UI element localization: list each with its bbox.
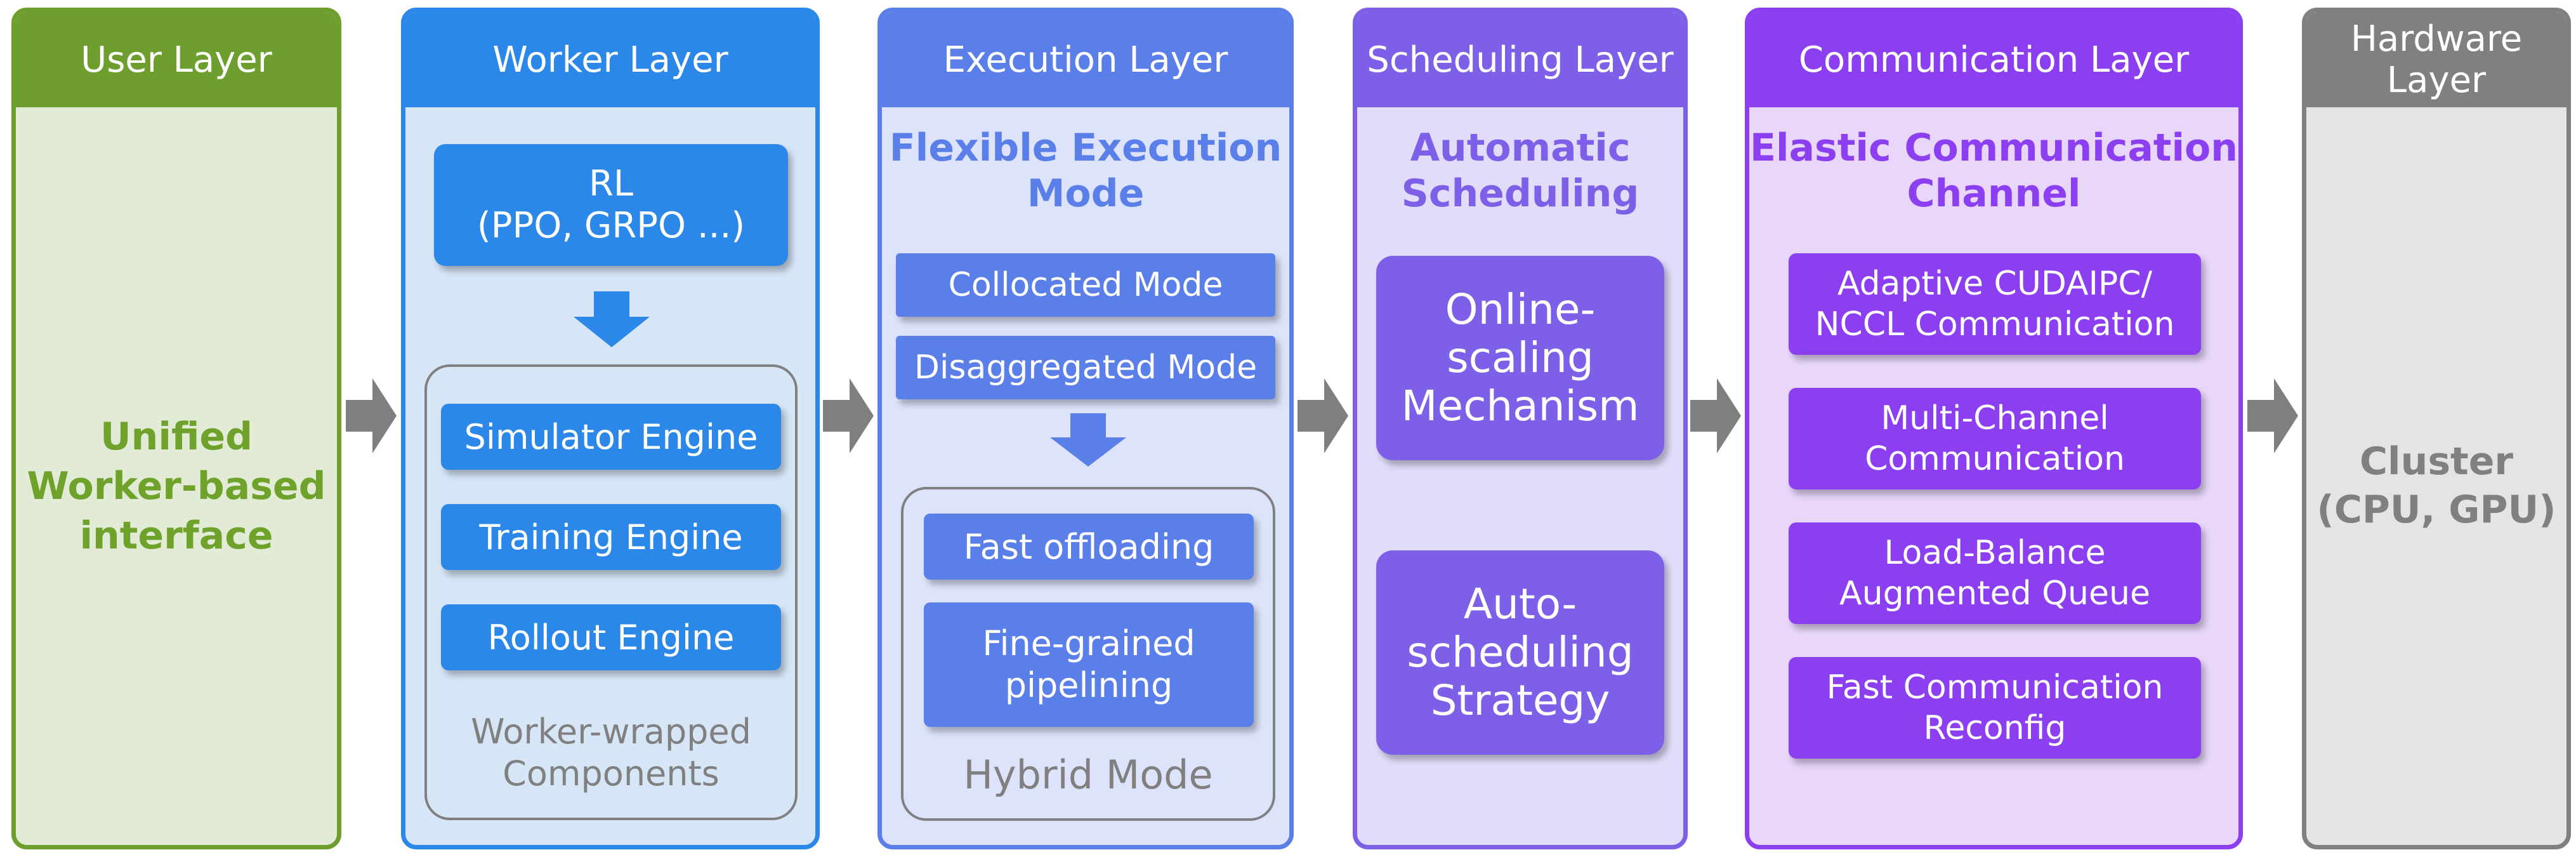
cudaipc-nccl-box: Adaptive CUDAIPC/ NCCL Communication bbox=[1789, 253, 2201, 355]
user-layer-title: User Layer bbox=[81, 39, 272, 81]
user-layer-column: User Layer Unified Worker-based interfac… bbox=[11, 8, 341, 849]
worker-layer-header: Worker Layer bbox=[405, 12, 815, 107]
load-balance-queue-line: Load-Balance bbox=[1884, 534, 2106, 572]
communication-subtitle-line: Elastic Communication bbox=[1750, 126, 2238, 170]
execution-layer-column: Execution Layer Flexible Execution Mode … bbox=[877, 8, 1294, 849]
fast-reconfig-line: Reconfig bbox=[1923, 709, 2067, 747]
worker-components-line: Components bbox=[503, 754, 720, 794]
hardware-layer-column: Hardware Layer Cluster (CPU, GPU) bbox=[2302, 8, 2571, 849]
auto-scheduling-line: scheduling bbox=[1407, 628, 1634, 677]
multi-channel-box: Multi-Channel Communication bbox=[1789, 388, 2201, 489]
communication-layer-column: Communication Layer Elastic Communicatio… bbox=[1745, 8, 2243, 849]
execution-subtitle-line: Mode bbox=[1027, 171, 1145, 216]
flow-arrow-icon bbox=[1298, 378, 1348, 453]
worker-components-line: Worker-wrapped bbox=[471, 712, 751, 752]
flow-arrow-icon bbox=[823, 378, 874, 453]
user-layer-body: Unified Worker-based interface bbox=[16, 412, 337, 561]
simulator-engine-box: Simulator Engine bbox=[441, 404, 781, 470]
communication-subtitle: Elastic Communication Channel bbox=[1749, 125, 2238, 216]
hybrid-mode-group: Fast offloading Fine-grained pipelining … bbox=[901, 487, 1275, 821]
hardware-layer-line: (CPU, GPU) bbox=[2316, 488, 2556, 532]
scheduling-layer-column: Scheduling Layer Automatic Scheduling On… bbox=[1353, 8, 1688, 849]
flow-arrow-icon bbox=[1690, 378, 1741, 453]
fast-reconfig-box: Fast Communication Reconfig bbox=[1789, 657, 2201, 759]
worker-layer-column: Worker Layer RL (PPO, GRPO ...) Simulato… bbox=[401, 8, 820, 849]
user-layer-line: Worker-based bbox=[27, 464, 326, 508]
hardware-layer-line: Cluster bbox=[2360, 439, 2513, 484]
online-scaling-line: Online- bbox=[1445, 285, 1596, 334]
auto-scheduling-box: Auto- scheduling Strategy bbox=[1376, 550, 1664, 755]
online-scaling-box: Online- scaling Mechanism bbox=[1376, 256, 1664, 460]
hardware-layer-title: Hardware Layer bbox=[2350, 18, 2523, 101]
training-engine-label: Training Engine bbox=[479, 517, 743, 557]
user-layer-line: interface bbox=[79, 514, 273, 558]
user-layer-line: Unified bbox=[100, 415, 253, 459]
scheduling-subtitle: Automatic Scheduling bbox=[1357, 125, 1683, 216]
execution-layer-title: Execution Layer bbox=[943, 39, 1228, 81]
hybrid-mode-label: Hybrid Mode bbox=[963, 752, 1213, 798]
load-balance-queue-line: Augmented Queue bbox=[1839, 575, 2150, 613]
down-arrow-icon bbox=[1050, 413, 1126, 467]
rollout-engine-box: Rollout Engine bbox=[441, 604, 781, 670]
communication-layer-header: Communication Layer bbox=[1749, 12, 2238, 107]
simulator-engine-label: Simulator Engine bbox=[464, 416, 758, 457]
rl-box: RL (PPO, GRPO ...) bbox=[434, 144, 788, 266]
auto-scheduling-line: Strategy bbox=[1430, 676, 1610, 725]
flow-arrow-icon bbox=[2247, 378, 2298, 453]
user-layer-header: User Layer bbox=[16, 12, 337, 107]
disaggregated-mode-box: Disaggregated Mode bbox=[896, 336, 1275, 399]
execution-layer-header: Execution Layer bbox=[882, 12, 1289, 107]
fast-reconfig-line: Fast Communication bbox=[1826, 668, 2164, 707]
communication-subtitle-line: Channel bbox=[1907, 171, 2081, 216]
fine-grained-pipelining-line: Fine-grained bbox=[982, 623, 1195, 663]
rl-line: RL bbox=[588, 163, 634, 204]
load-balance-queue-box: Load-Balance Augmented Queue bbox=[1789, 522, 2201, 624]
flow-arrow-icon bbox=[346, 378, 397, 453]
multi-channel-line: Multi-Channel bbox=[1881, 399, 2109, 437]
rollout-engine-label: Rollout Engine bbox=[487, 617, 735, 658]
fine-grained-pipelining-box: Fine-grained pipelining bbox=[924, 602, 1254, 727]
rl-line: (PPO, GRPO ...) bbox=[476, 205, 746, 246]
fast-offloading-label: Fast offloading bbox=[963, 526, 1214, 567]
down-arrow-icon bbox=[574, 291, 650, 347]
multi-channel-line: Communication bbox=[1865, 440, 2125, 478]
execution-subtitle: Flexible Execution Mode bbox=[882, 125, 1289, 216]
collocated-mode-box: Collocated Mode bbox=[896, 253, 1275, 317]
hardware-layer-body: Cluster (CPU, GPU) bbox=[2306, 437, 2566, 534]
scheduling-subtitle-line: Automatic bbox=[1410, 126, 1631, 170]
worker-layer-title: Worker Layer bbox=[492, 39, 728, 81]
execution-subtitle-line: Flexible Execution bbox=[889, 126, 1282, 170]
disaggregated-mode-label: Disaggregated Mode bbox=[914, 349, 1258, 387]
fine-grained-pipelining-line: pipelining bbox=[1004, 665, 1173, 705]
communication-layer-title: Communication Layer bbox=[1798, 39, 2190, 81]
training-engine-box: Training Engine bbox=[441, 504, 781, 570]
hardware-layer-header: Hardware Layer bbox=[2306, 12, 2566, 107]
scheduling-subtitle-line: Scheduling bbox=[1401, 171, 1640, 216]
collocated-mode-label: Collocated Mode bbox=[948, 266, 1223, 304]
scheduling-layer-header: Scheduling Layer bbox=[1357, 12, 1683, 107]
auto-scheduling-line: Auto- bbox=[1463, 580, 1577, 628]
online-scaling-line: Mechanism bbox=[1401, 382, 1640, 430]
cudaipc-nccl-line: Adaptive CUDAIPC/ bbox=[1837, 265, 2153, 303]
scheduling-layer-title: Scheduling Layer bbox=[1367, 39, 1674, 81]
fast-offloading-box: Fast offloading bbox=[924, 514, 1254, 580]
worker-components-label: Worker-wrapped Components bbox=[427, 711, 795, 795]
cudaipc-nccl-line: NCCL Communication bbox=[1815, 305, 2175, 343]
worker-components-group: Simulator Engine Training Engine Rollout… bbox=[424, 364, 798, 820]
online-scaling-line: scaling bbox=[1447, 333, 1594, 382]
